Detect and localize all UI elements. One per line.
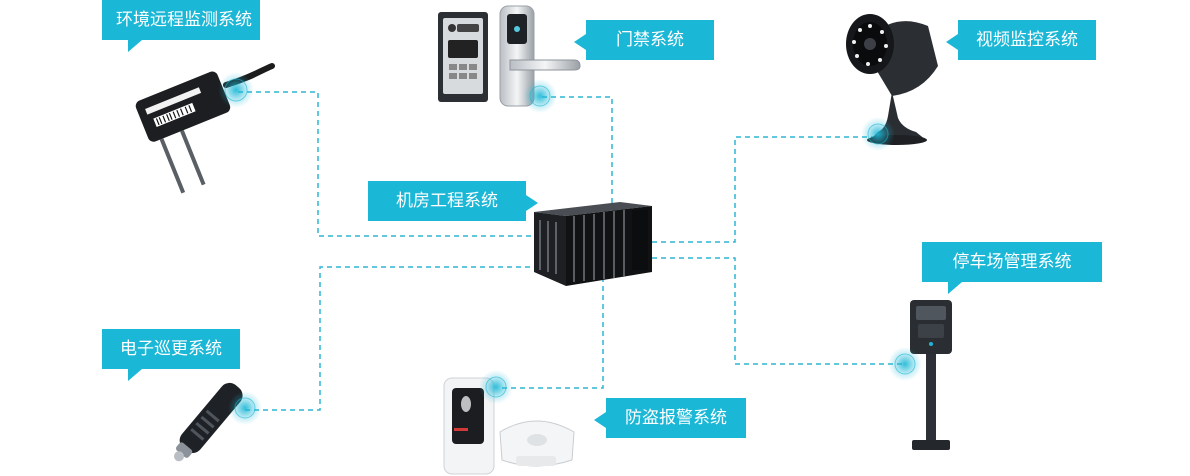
label-server-text: 机房工程系统 bbox=[396, 191, 498, 211]
label-alarm-text: 防盗报警系统 bbox=[625, 408, 727, 428]
alarm-sensor-icon bbox=[443, 370, 575, 475]
parking-terminal-icon bbox=[888, 300, 952, 450]
server-rack-icon bbox=[534, 202, 652, 286]
line-env bbox=[238, 91, 548, 237]
connector-lines bbox=[238, 91, 902, 411]
patrol-wand-icon bbox=[173, 382, 262, 462]
line-patrol bbox=[245, 266, 548, 411]
label-server-room: 机房工程系统 bbox=[368, 181, 538, 221]
soil-sensor-icon bbox=[135, 63, 275, 194]
label-electronic-patrol: 电子巡更系统 bbox=[102, 329, 240, 381]
label-video-text: 视频监控系统 bbox=[976, 30, 1078, 50]
callout-tail bbox=[594, 412, 606, 428]
label-env-monitoring: 环境远程监测系统 bbox=[102, 0, 260, 52]
label-anti-theft-alarm: 防盗报警系统 bbox=[594, 398, 746, 438]
callout-tail bbox=[128, 40, 142, 52]
callout-tail bbox=[948, 282, 962, 294]
label-parking-management: 停车场管理系统 bbox=[922, 242, 1102, 294]
door-lock-icon bbox=[438, 5, 581, 113]
callout-tail bbox=[946, 34, 958, 50]
callout-tail bbox=[526, 195, 538, 211]
label-access-text: 门禁系统 bbox=[616, 30, 684, 50]
label-patrol-text: 电子巡更系统 bbox=[120, 339, 222, 359]
line-access bbox=[542, 96, 613, 205]
line-alarm bbox=[498, 268, 604, 389]
callout-tail bbox=[128, 369, 142, 381]
label-env-text: 环境远程监测系统 bbox=[116, 10, 252, 30]
label-access-control: 门禁系统 bbox=[574, 20, 714, 60]
label-video-surveillance: 视频监控系统 bbox=[946, 20, 1096, 60]
line-parking bbox=[652, 257, 902, 365]
cctv-camera-icon bbox=[846, 14, 938, 151]
label-parking-text: 停车场管理系统 bbox=[952, 252, 1072, 272]
line-video bbox=[652, 136, 878, 243]
callout-tail bbox=[574, 34, 586, 50]
